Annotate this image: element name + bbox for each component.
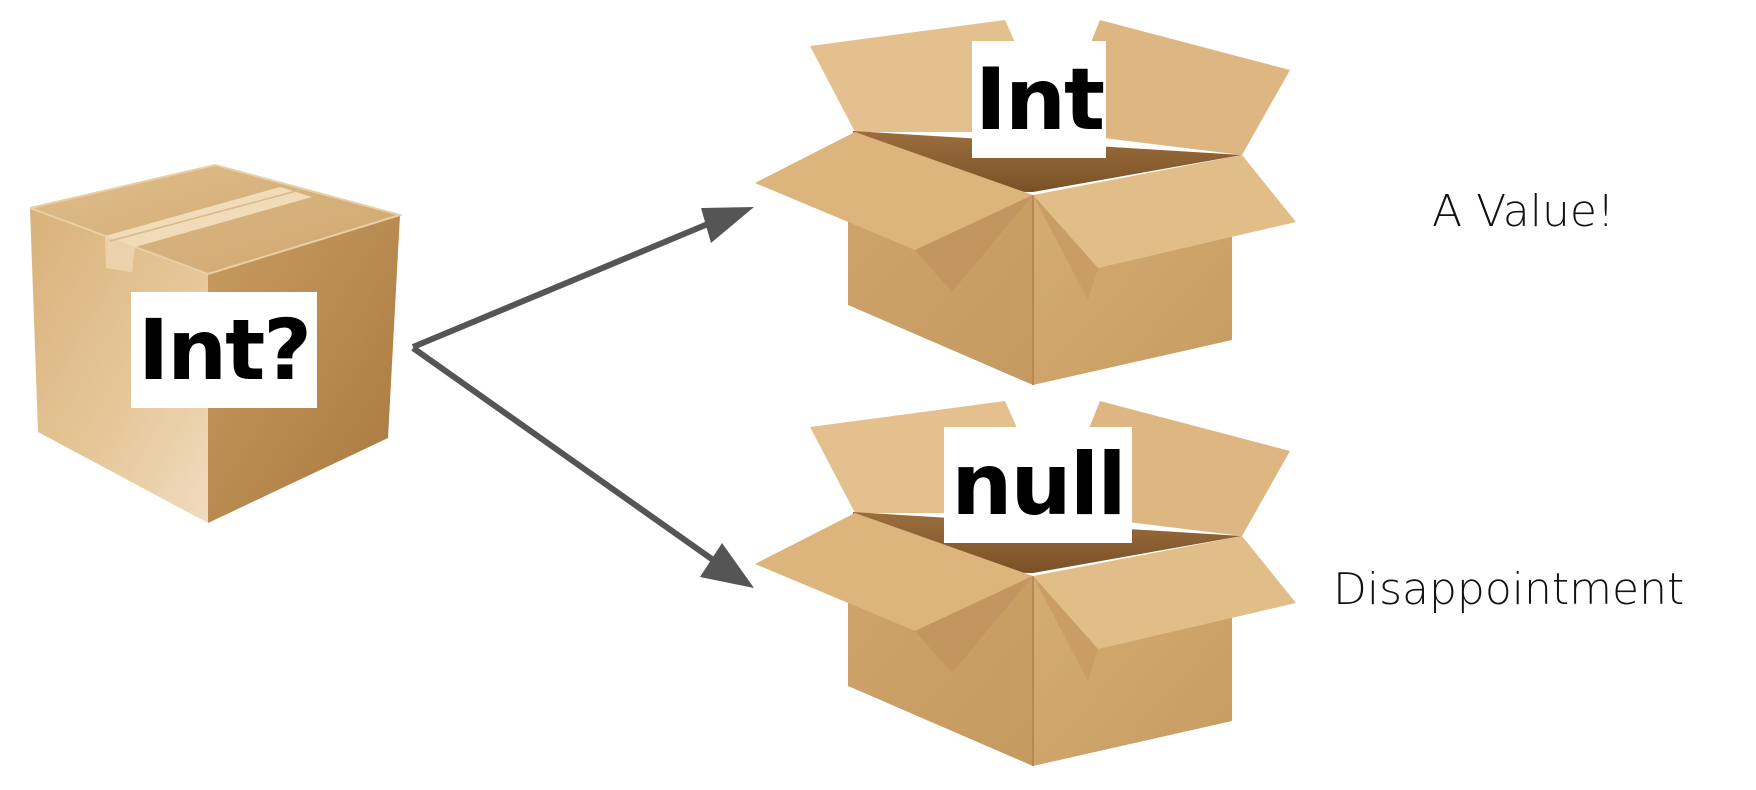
source-box-type-label: Int? <box>131 292 317 408</box>
value-box-type-label: Int <box>972 41 1106 158</box>
null-caption: Disappointment <box>1333 564 1685 615</box>
null-box-type-label: null <box>944 427 1132 543</box>
arrow-to-null <box>411 345 754 588</box>
arrow-to-value <box>411 207 754 350</box>
value-caption: A Value! <box>1432 186 1615 237</box>
